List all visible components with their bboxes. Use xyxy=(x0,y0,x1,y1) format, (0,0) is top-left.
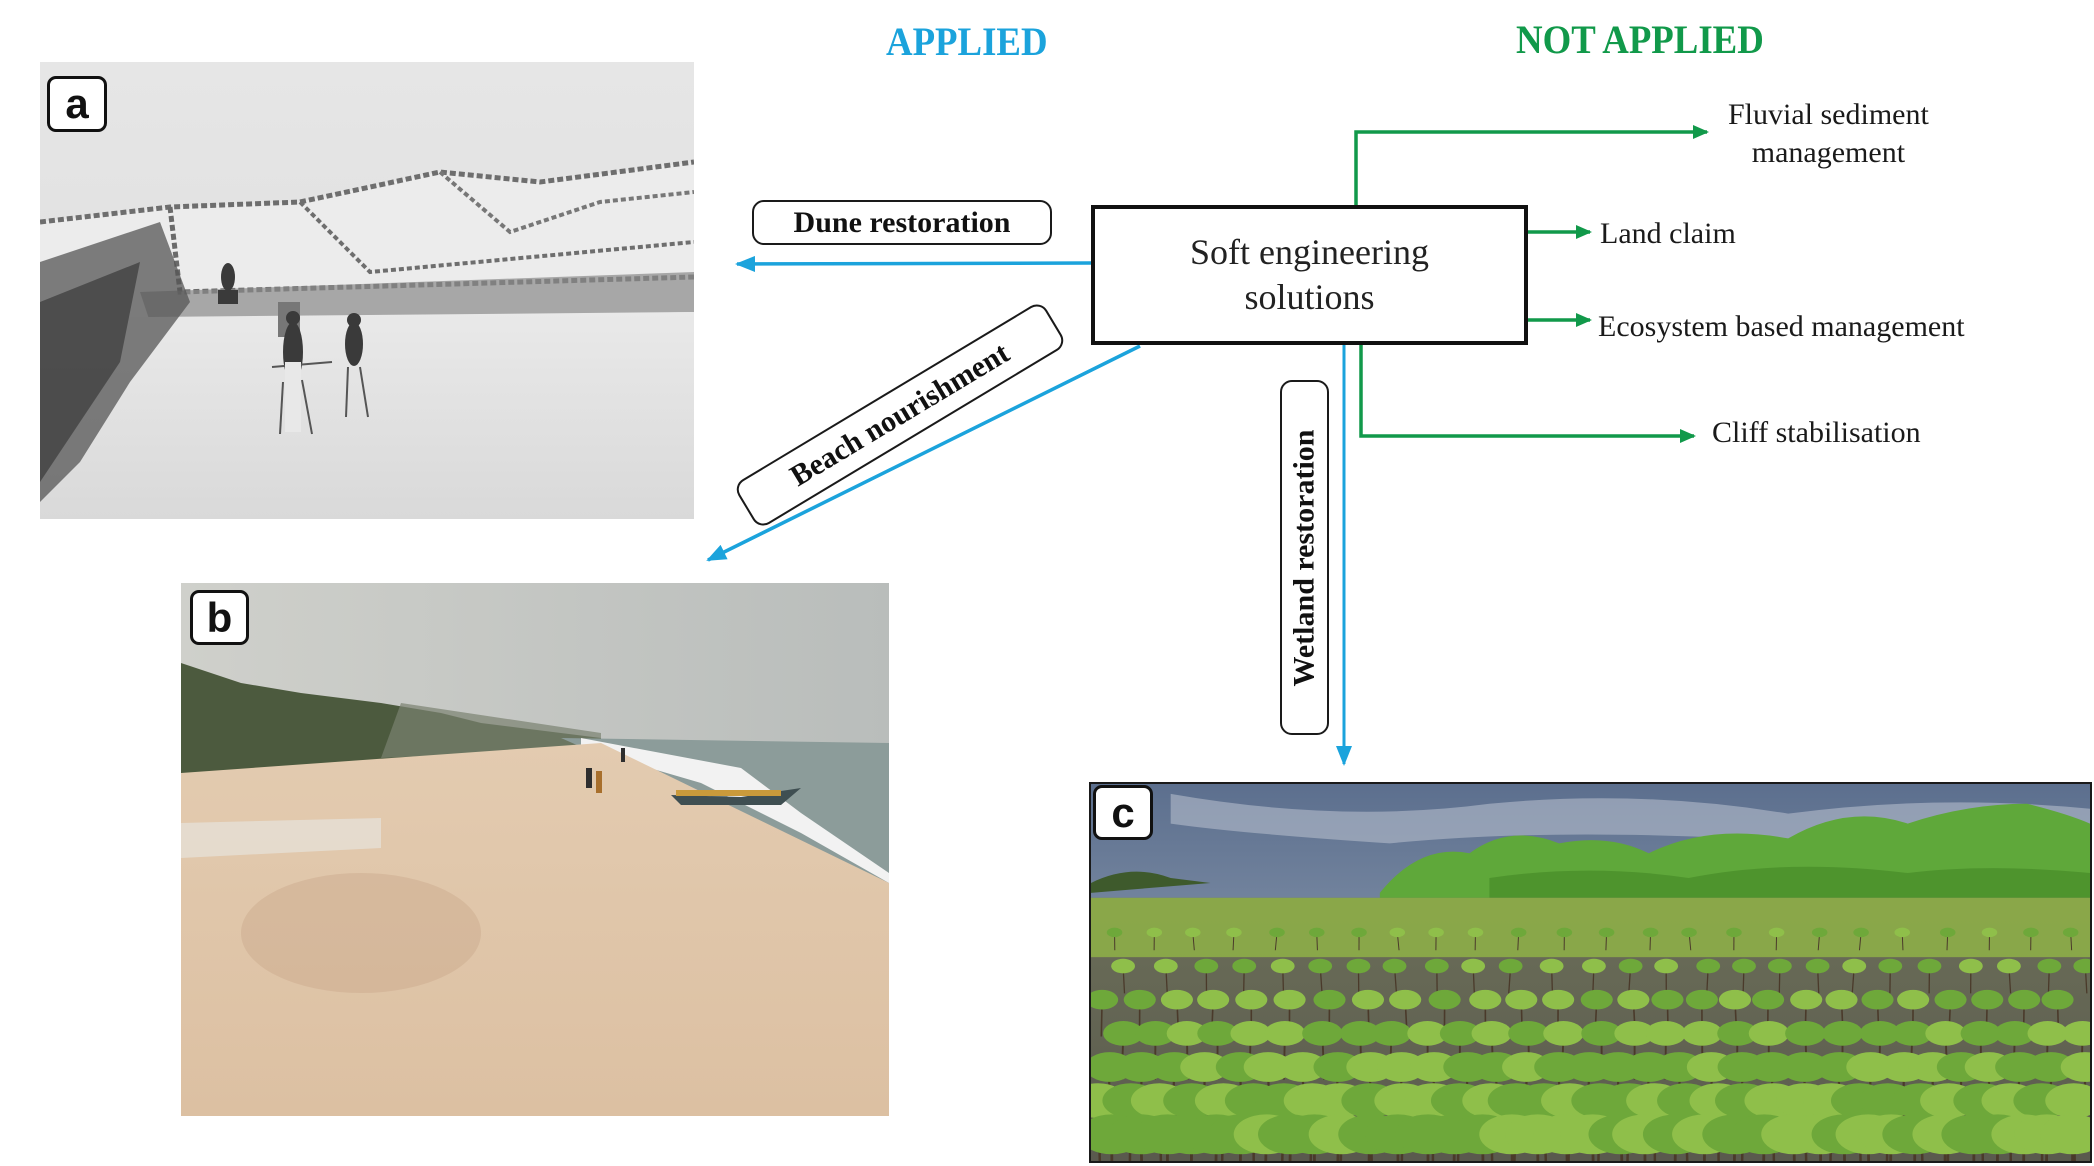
photo-beach-nourishment: b xyxy=(181,583,889,1116)
outcome-fluvial-sediment-management: Fluvial sediment management xyxy=(1728,96,1929,171)
arrow-to-cliff-stabilisation xyxy=(1359,345,1696,443)
outcome-land-claim: Land claim xyxy=(1600,217,1736,250)
panel-label-b: b xyxy=(190,590,249,645)
not-applied-heading: NOT APPLIED xyxy=(1516,17,1764,62)
outcome-ecosystem-based-management: Ecosystem based management xyxy=(1598,310,1965,343)
mangrove-seedlings xyxy=(1091,927,2090,1161)
arrow-to-dune-restoration xyxy=(735,255,1092,272)
center-node-line2: solutions xyxy=(1244,277,1375,317)
dune-photo-illustration xyxy=(40,62,694,519)
center-node-line1: Soft engineering xyxy=(1190,232,1429,272)
applied-heading: APPLIED xyxy=(886,19,1048,64)
panel-label-c: c xyxy=(1093,785,1153,840)
tag-beach-nourishment: Beach nourishment xyxy=(732,300,1068,530)
outcome-fluvial-line2: management xyxy=(1751,135,1906,169)
beach-photo-illustration xyxy=(181,583,889,1116)
tag-wetland-restoration-label: Wetland restoration xyxy=(1287,429,1321,686)
tag-dune-restoration-label: Dune restoration xyxy=(793,205,1011,239)
outcome-cliff-stabilisation: Cliff stabilisation xyxy=(1712,416,1921,449)
soft-engineering-solutions-node: Soft engineering solutions xyxy=(1091,205,1528,345)
arrow-to-fluvial-sediment xyxy=(1354,125,1709,205)
tag-dune-restoration: Dune restoration xyxy=(752,200,1052,245)
photo-dune-restoration: a xyxy=(40,62,694,519)
outcome-fluvial-line1: Fluvial sediment xyxy=(1728,98,1929,131)
panel-label-a: a xyxy=(47,76,107,132)
tag-beach-nourishment-label: Beach nourishment xyxy=(784,336,1016,493)
tag-wetland-restoration: Wetland restoration xyxy=(1280,380,1329,735)
photo-wetland-restoration: c xyxy=(1089,782,2092,1163)
mangrove-photo-illustration xyxy=(1091,784,2090,1161)
